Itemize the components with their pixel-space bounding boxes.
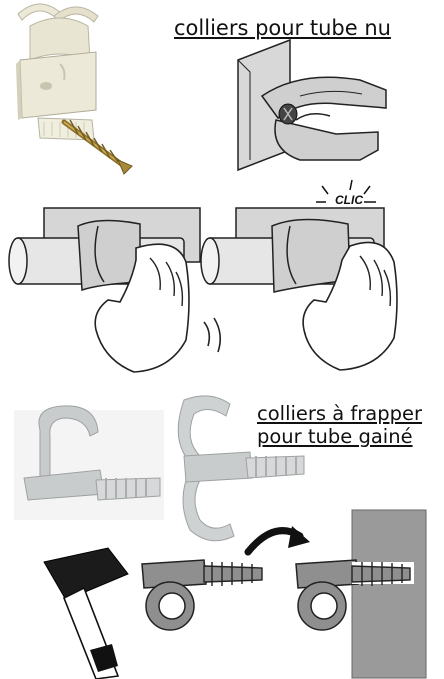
screw-icon	[61, 119, 133, 175]
cream-clip-icon	[16, 3, 99, 120]
heading-bare-tube-clamps: colliers pour tube nu	[174, 16, 391, 40]
heading-hammer-clamps-line1: colliers à frapper	[257, 402, 423, 425]
heading-hammer-clamps-line2: pour tube gainé	[257, 425, 413, 448]
clic-sound-label: CLIC	[335, 193, 363, 207]
